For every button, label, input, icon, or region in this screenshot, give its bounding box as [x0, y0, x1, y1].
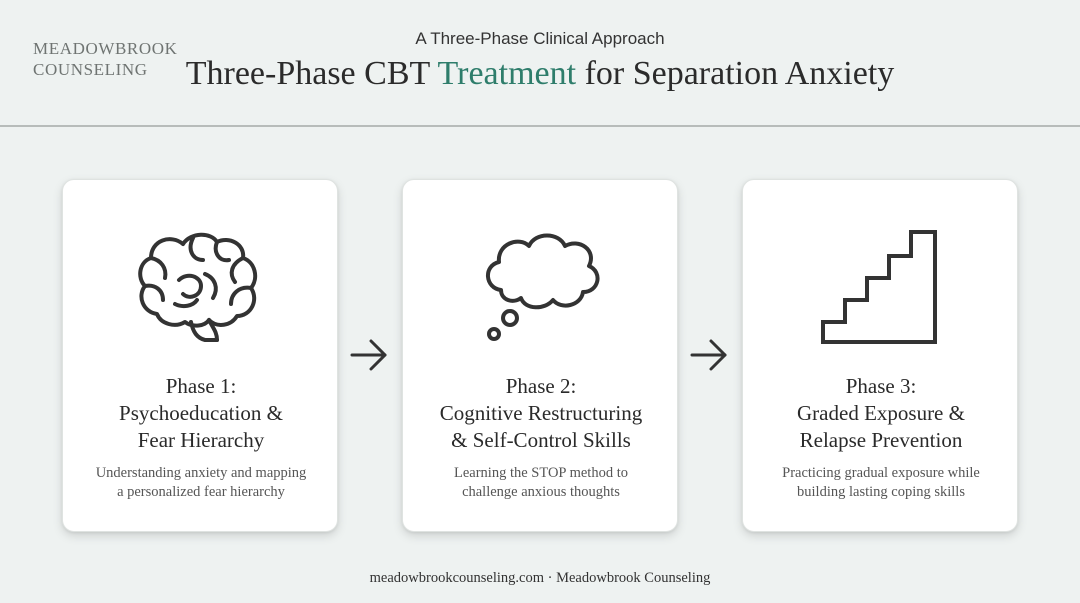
phase-1-title-line-1: Phase 1:: [165, 374, 237, 398]
phase-3-description: Practicing gradual exposure while buildi…: [743, 464, 1019, 502]
phase-3-title: Phase 3: Graded Exposure & Relapse Preve…: [743, 373, 1019, 454]
phase-2-desc-line-1: Learning the STOP method to: [454, 465, 628, 481]
phase-3-title-line-3: Relapse Prevention: [799, 428, 963, 452]
arrow-right-icon: [350, 339, 387, 371]
phase-1-title: Phase 1: Psychoeducation & Fear Hierarch…: [63, 373, 339, 454]
phase-card-3: Phase 3: Graded Exposure & Relapse Preve…: [742, 179, 1018, 532]
title-accent: Treatment: [437, 55, 577, 92]
footer-text: meadowbrookcounseling.com · Meadowbrook …: [369, 570, 711, 586]
arrow-right-icon: [690, 339, 727, 371]
phase-2-desc-line-2: challenge anxious thoughts: [462, 484, 620, 500]
title-pre: Three-Phase CBT: [185, 55, 438, 92]
phase-2-title-line-3: & Self-Control Skills: [451, 428, 631, 452]
phase-card-2: Phase 2: Cognitive Restructuring & Self-…: [402, 179, 678, 532]
phase-3-desc-line-1: Practicing gradual exposure while: [782, 465, 980, 481]
phase-card-1: Phase 1: Psychoeducation & Fear Hierarch…: [62, 179, 338, 532]
phase-1-desc-line-1: Understanding anxiety and mapping: [95, 465, 307, 481]
phase-3-title-line-2: Graded Exposure &: [797, 401, 965, 425]
brand-line-1: MEADOWBROOK: [33, 39, 178, 58]
phase-1-desc-line-2: a personalized fear hierarchy: [117, 484, 285, 500]
phase-3-desc-line-2: building lasting coping skills: [797, 484, 965, 500]
brand-line-2: COUNSELING: [33, 60, 148, 79]
phase-1-description: Understanding anxiety and mapping a pers…: [63, 464, 339, 502]
brain-icon: [63, 220, 339, 350]
page-subtitle: A Three-Phase Clinical Approach: [415, 29, 665, 48]
phase-1-title-line-3: Fear Hierarchy: [137, 428, 265, 452]
brand-logo: MEADOWBROOK COUNSELING: [33, 38, 177, 80]
thought-bubble-icon: [403, 220, 679, 350]
phase-2-title-line-2: Cognitive Restructuring: [439, 401, 643, 425]
title-post: for Separation Anxiety: [576, 55, 895, 92]
header-divider: [0, 125, 1080, 127]
phase-2-title-line-1: Phase 2:: [505, 374, 577, 398]
phase-2-title: Phase 2: Cognitive Restructuring & Self-…: [403, 373, 679, 454]
phase-2-description: Learning the STOP method to challenge an…: [403, 464, 679, 502]
page-title: Three-Phase CBT Treatment for Separation…: [0, 55, 1080, 93]
phase-1-title-line-2: Psychoeducation &: [119, 401, 283, 425]
phase-3-title-line-1: Phase 3:: [845, 374, 917, 398]
stairs-icon: [743, 220, 1019, 350]
